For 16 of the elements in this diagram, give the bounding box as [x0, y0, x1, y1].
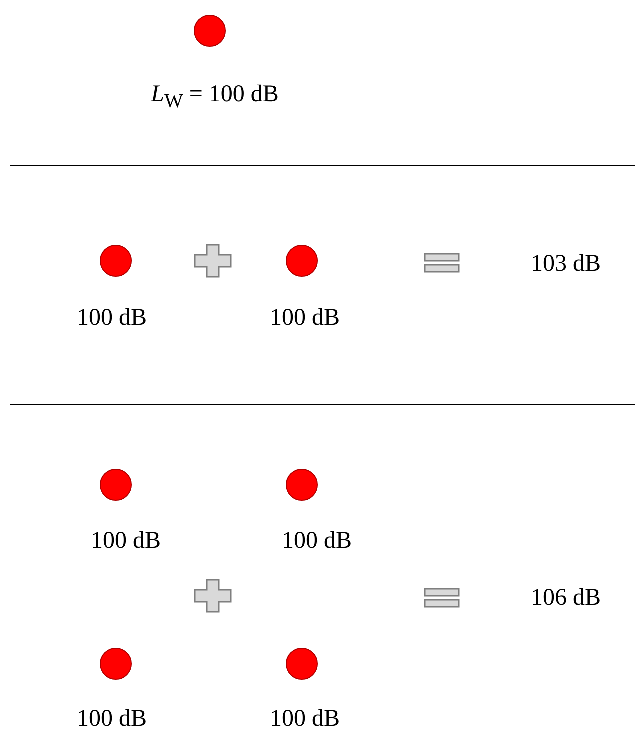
result-label: 103 dB — [531, 252, 601, 276]
sound-source-circle — [286, 469, 318, 501]
result-label: 106 dB — [531, 586, 601, 610]
sound-source-circle — [194, 15, 226, 47]
level-label: 100 dB — [77, 707, 147, 731]
sound-source-circle — [286, 245, 318, 277]
level-label: L$_{W}$ = 100 dB — [151, 82, 279, 112]
level-label: 100 dB — [91, 529, 161, 553]
level-label: 100 dB — [77, 306, 147, 330]
sound-source-circle — [100, 648, 132, 680]
level-label: 100 dB — [270, 306, 340, 330]
level-label: 100 dB — [270, 707, 340, 731]
sound-source-circle — [100, 469, 132, 501]
level-label: 100 dB — [282, 529, 352, 553]
sound-source-circle — [100, 245, 132, 277]
sound-source-circle — [286, 648, 318, 680]
